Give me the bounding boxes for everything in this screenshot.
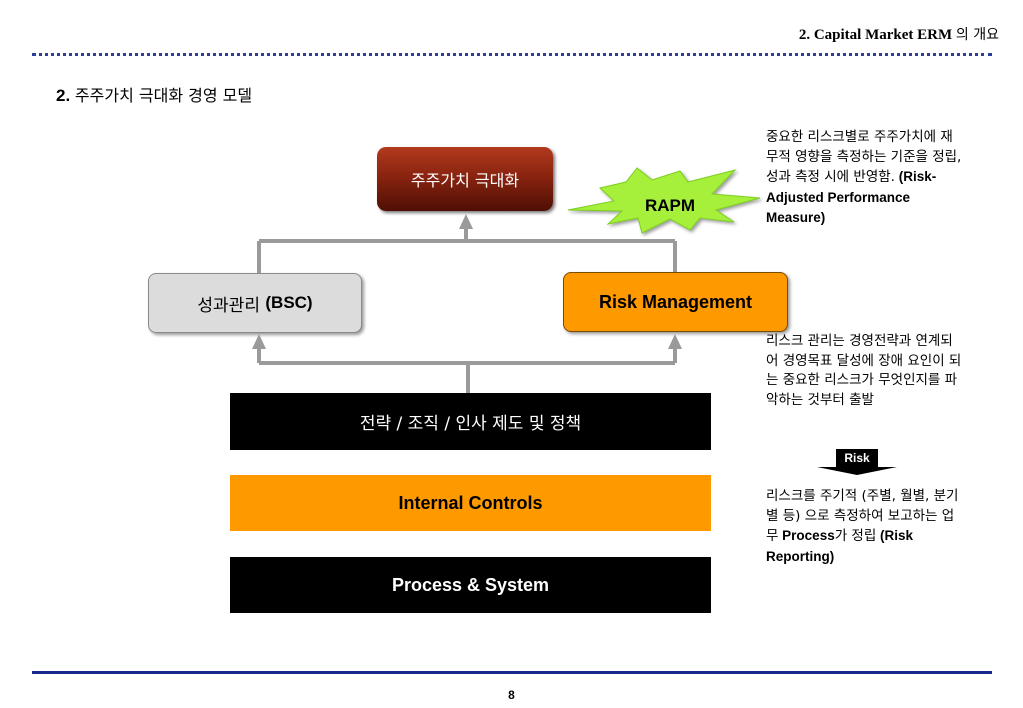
- risk-down-arrow: [817, 467, 897, 475]
- risk-management-box: Risk Management: [563, 272, 788, 332]
- reporting-note-d: (Risk Reporting): [766, 528, 914, 564]
- lower-connector-lines: [257, 346, 677, 393]
- header-title-en: 2. Capital Market ERM: [798, 27, 953, 43]
- header-title-ko: 의 개요: [955, 27, 999, 43]
- bsc-box-en: (BSC): [265, 293, 313, 312]
- arrow-up-to-risk-management: [668, 334, 682, 349]
- reporting-note-a: 리스크를 주기적 (주별, 월별, 분기별 등) 으로 측정하여 보고하는 업무: [766, 488, 959, 544]
- header-title: 2. Capital Market ERM 의 개요: [799, 24, 999, 44]
- section-title-text: 주주가치 극대화 경영 모델: [74, 86, 253, 105]
- rapm-note-en: (Risk-Adjusted Performance Measure): [766, 169, 937, 225]
- upper-connector-lines: [257, 226, 677, 273]
- header-dotted-divider: [32, 53, 992, 56]
- reporting-note-b: Process: [778, 528, 835, 543]
- rapm-label: RAPM: [644, 196, 696, 215]
- performance-management-box: 성과관리 (BSC): [148, 273, 362, 333]
- shareholder-value-box: 주주가치 극대화: [377, 147, 553, 211]
- rapm-note: 중요한 리스크별로 주주가치에 재무적 영향을 측정하는 기준을 정립, 성과 …: [766, 128, 962, 229]
- strategy-policy-bar: 전략 / 조직 / 인사 제도 및 정책: [230, 393, 711, 450]
- risk-arrow-label: Risk: [836, 449, 878, 467]
- arrow-up-to-top-box: [459, 214, 473, 229]
- section-number: 2.: [56, 86, 71, 105]
- section-title: 2. 주주가치 극대화 경영 모델: [56, 82, 252, 106]
- bsc-box-ko: 성과관리: [197, 295, 260, 316]
- rapm-burst-shape: [567, 167, 761, 234]
- internal-controls-bar: Internal Controls: [230, 475, 711, 531]
- arrow-up-to-bsc: [252, 334, 266, 349]
- reporting-note-c: 가 정립: [834, 528, 877, 544]
- rapm-note-ko: 중요한 리스크별로 주주가치에 재무적 영향을 측정하는 기준을 정립, 성과 …: [766, 129, 962, 185]
- process-system-bar: Process & System: [230, 557, 711, 613]
- risk-reporting-note: 리스크를 주기적 (주별, 월별, 분기별 등) 으로 측정하여 보고하는 업무…: [766, 487, 962, 567]
- page-number: 8: [508, 688, 515, 702]
- footer-divider: [32, 671, 992, 674]
- risk-management-note: 리스크 관리는 경영전략과 연계되어 경영목표 달성에 장애 요인이 되는 중요…: [766, 333, 962, 408]
